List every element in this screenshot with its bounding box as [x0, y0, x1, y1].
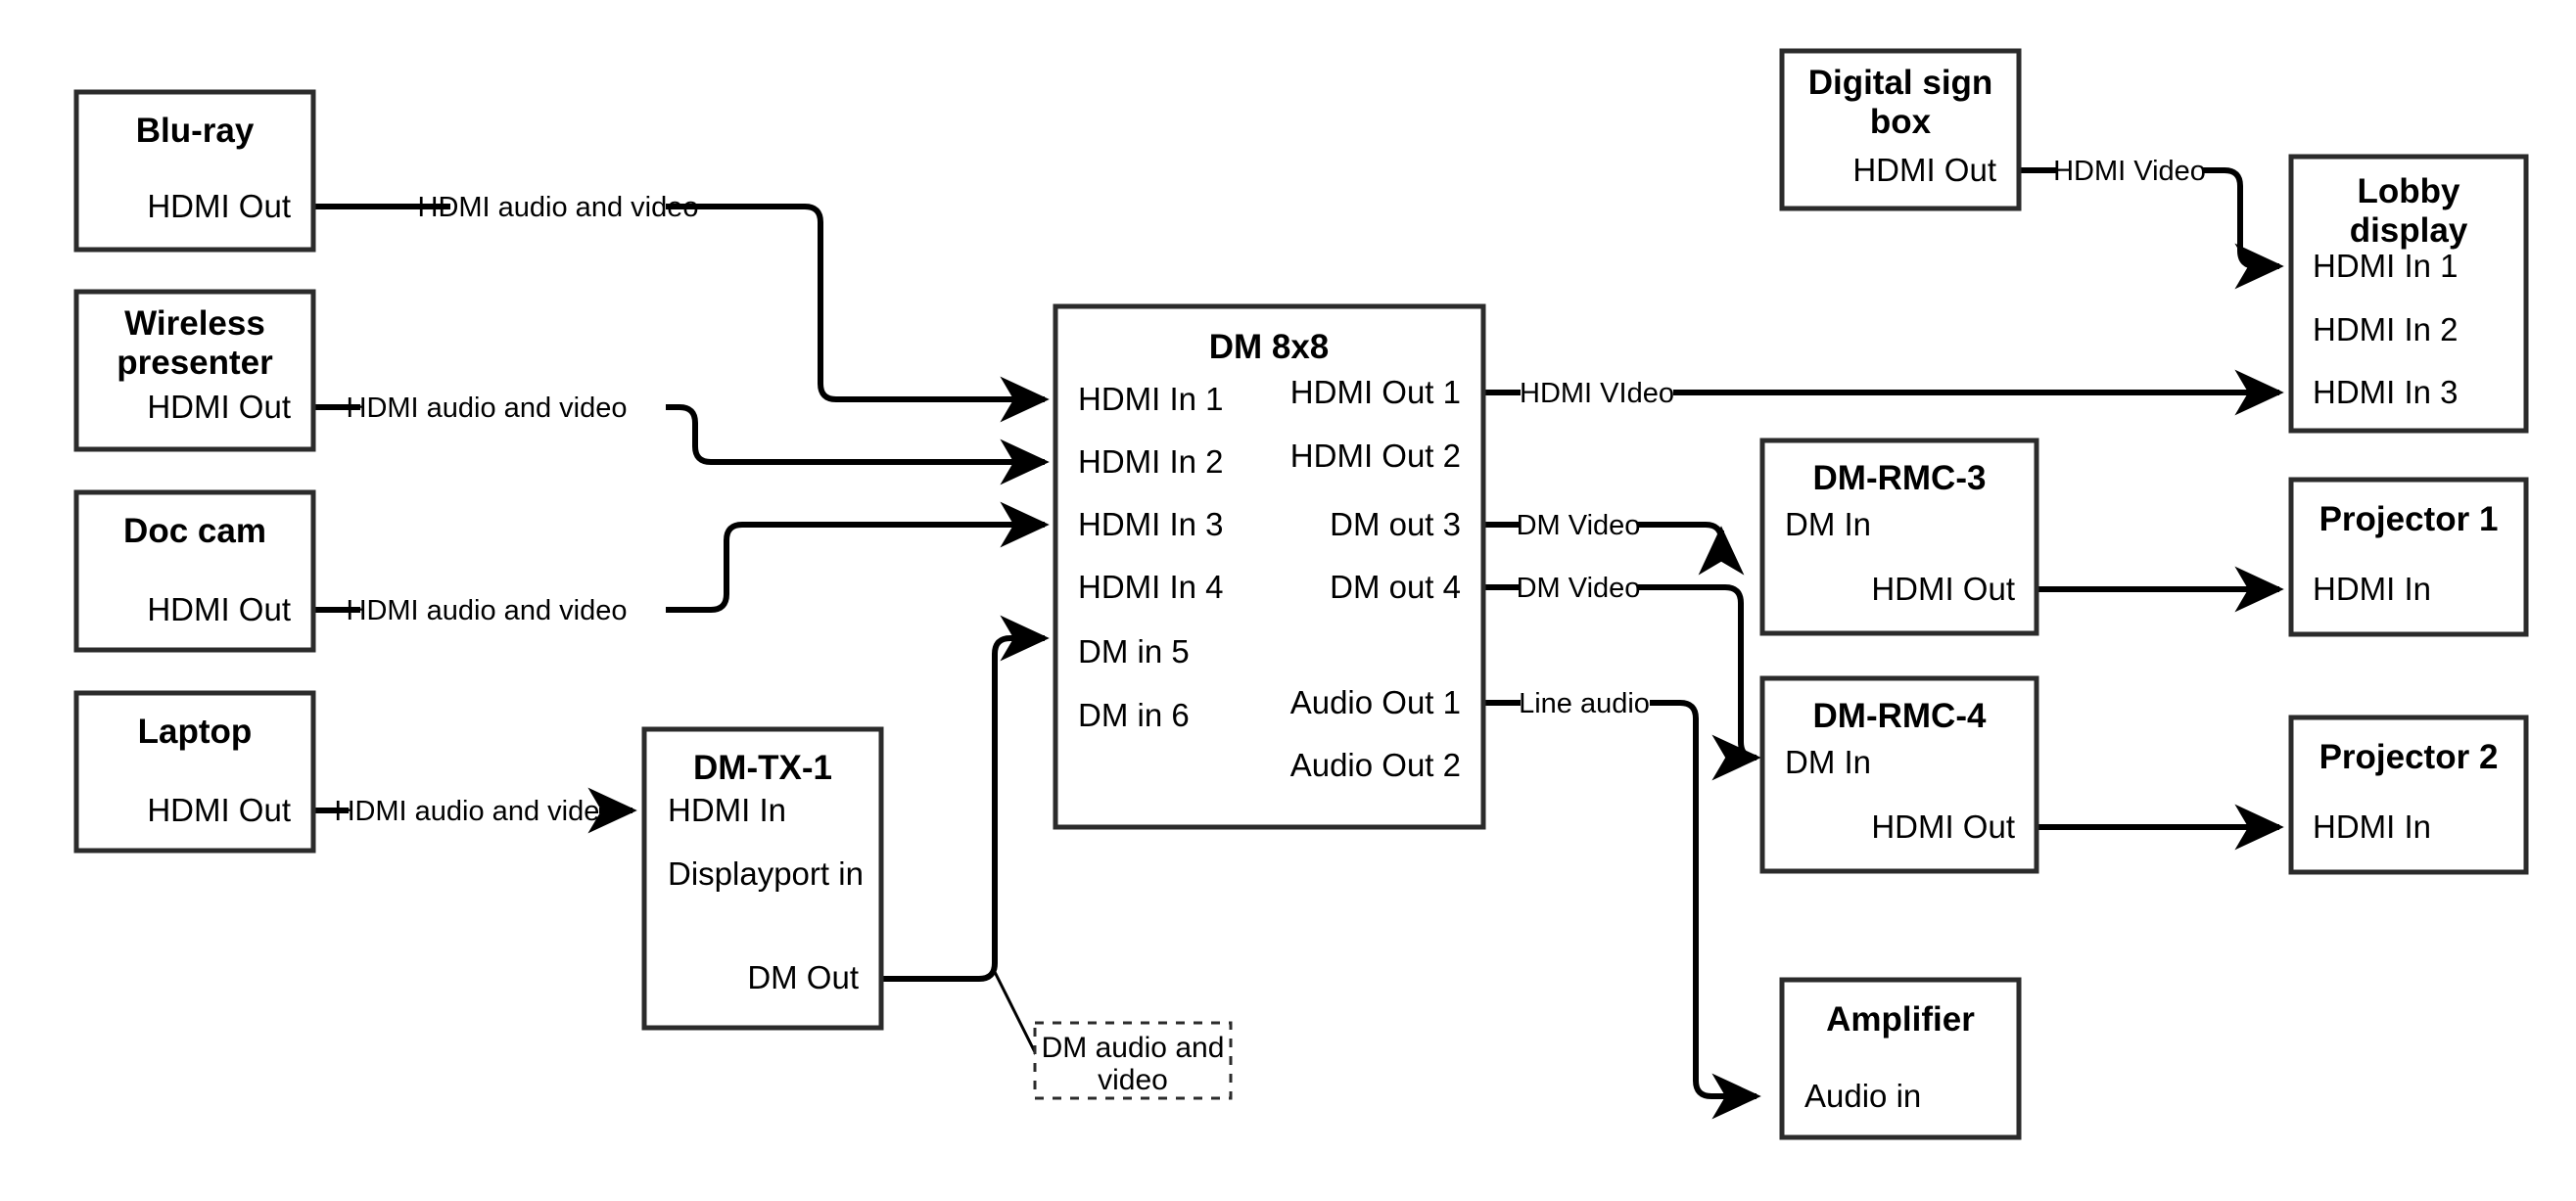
dm-8x8-output-audio-out-2: Audio Out 2 — [1290, 747, 1461, 783]
projector-2-box[interactable] — [2288, 715, 2529, 875]
dm-rmc-3-box[interactable] — [1759, 438, 2039, 636]
node-dm-8x8[interactable]: DM 8x8 HDMI In 1 HDMI In 2 HDMI In 3 HDM… — [1053, 303, 1486, 830]
doc-cam-box[interactable] — [73, 489, 316, 653]
wireless-presenter-title-line1: Wireless — [124, 304, 265, 343]
laptop-box[interactable] — [73, 690, 316, 854]
leader-line-dm-audio-video — [993, 971, 1040, 1059]
dm-8x8-title: DM 8x8 — [1209, 328, 1330, 366]
wire-doccam-to-dm-in3 — [313, 525, 1045, 613]
dm-tx-1-title: DM-TX-1 — [693, 749, 832, 787]
dm-rmc-4-box[interactable] — [1759, 675, 2039, 874]
lobby-display-port-hdmi-in-1: HDMI In 1 — [2313, 248, 2459, 284]
projector-1-title: Projector 1 — [2319, 500, 2499, 538]
bluray-box[interactable] — [73, 89, 316, 253]
bluray-port-hdmi-out: HDMI Out — [147, 188, 291, 224]
dm-rmc-3-port-hdmi-out: HDMI Out — [1871, 571, 2015, 607]
bluray-title: Blu-ray — [136, 112, 255, 150]
node-digital-sign-box[interactable]: Digital sign box HDMI Out — [1779, 48, 2022, 211]
lobby-display-title-line1: Lobby — [2358, 172, 2461, 210]
wire-dmtx1-to-dm-in5 — [881, 615, 1050, 982]
dm-rmc-4-port-dm-in: DM In — [1785, 744, 1871, 780]
digital-sign-box[interactable] — [1779, 48, 2022, 211]
wire-bluray-to-dm-in1 — [313, 204, 1045, 399]
lobby-display-port-hdmi-in-2: HDMI In 2 — [2313, 311, 2459, 347]
doc-cam-title: Doc cam — [123, 512, 266, 550]
dm-8x8-output-hdmi-out-2: HDMI Out 2 — [1290, 438, 1461, 474]
dm-rmc-4-title: DM-RMC-4 — [1813, 697, 1987, 735]
dm-8x8-box[interactable] — [1053, 303, 1486, 830]
node-projector-2[interactable]: Projector 2 HDMI In — [2288, 715, 2529, 875]
dm-audio-video-note-box — [1033, 1021, 1233, 1100]
node-laptop[interactable]: Laptop HDMI Out — [73, 690, 316, 854]
dm-audio-video-note-line1: DM audio and — [1042, 1032, 1225, 1064]
dm-8x8-output-hdmi-out-1: HDMI Out 1 — [1290, 374, 1461, 410]
node-amplifier[interactable]: Amplifier Audio in — [1779, 977, 2022, 1140]
lobby-display-box[interactable] — [2288, 154, 2529, 434]
node-dm-rmc-3[interactable]: DM-RMC-3 DM In HDMI Out — [1759, 438, 2039, 636]
amplifier-box[interactable] — [1779, 977, 2022, 1140]
wireless-presenter-box[interactable] — [73, 289, 316, 452]
node-dm-tx-1[interactable]: DM-TX-1 HDMI In Displayport in DM Out — [641, 726, 884, 1031]
dm-rmc-3-title: DM-RMC-3 — [1813, 459, 1987, 497]
note-dm-audio-and-video: DM audio and video — [1033, 1021, 1233, 1100]
projector-1-port-hdmi-in: HDMI In — [2313, 571, 2431, 607]
wire-signbox-to-lobby-in1 — [2019, 167, 2279, 266]
edge-label-signbox: HDMI Video — [2053, 156, 2206, 187]
dm-8x8-input-hdmi-in-1: HDMI In 1 — [1078, 381, 1224, 417]
dm-8x8-input-dm-in-5: DM in 5 — [1078, 633, 1190, 670]
dm-tx-1-port-hdmi-in: HDMI In — [668, 792, 786, 828]
dm-rmc-3-port-dm-in: DM In — [1785, 506, 1871, 542]
edge-label-hdmi-video-out1: HDMI VIdeo — [1520, 378, 1674, 409]
wireless-presenter-title-line2: presenter — [117, 344, 273, 382]
edge-label-bluray: HDMI audio and video — [418, 192, 699, 223]
node-wireless-presenter[interactable]: Wireless presenter HDMI Out — [73, 289, 316, 452]
dm-rmc-4-port-hdmi-out: HDMI Out — [1871, 808, 2015, 845]
edge-label-dm-video-3: DM Video — [1517, 510, 1641, 541]
wire-dm-out4-to-rmc4 — [1483, 584, 1756, 758]
projector-2-port-hdmi-in: HDMI In — [2313, 808, 2431, 845]
dm-8x8-input-dm-in-6: DM in 6 — [1078, 697, 1190, 733]
dm-audio-video-note-line2: video — [1098, 1064, 1168, 1096]
dm-8x8-input-hdmi-in-4: HDMI In 4 — [1078, 569, 1224, 605]
wire-audio-out1-to-amplifier — [1483, 700, 1756, 1096]
projector-1-box[interactable] — [2288, 477, 2529, 637]
node-lobby-display[interactable]: Lobby display HDMI In 1 HDMI In 2 HDMI I… — [2288, 154, 2529, 434]
edge-label-laptop: HDMI audio and video — [335, 796, 616, 827]
digital-sign-port-hdmi-out: HDMI Out — [1852, 152, 1996, 188]
wireless-presenter-port-hdmi-out: HDMI Out — [147, 389, 291, 425]
dm-tx-1-box[interactable] — [641, 726, 884, 1031]
doc-cam-port-hdmi-out: HDMI Out — [147, 591, 291, 627]
lobby-display-port-hdmi-in-3: HDMI In 3 — [2313, 374, 2459, 410]
dm-8x8-input-hdmi-in-2: HDMI In 2 — [1078, 443, 1224, 480]
lobby-display-title-line2: display — [2350, 211, 2468, 250]
edge-label-wireless: HDMI audio and video — [347, 393, 628, 424]
laptop-title: Laptop — [138, 713, 253, 751]
node-dm-rmc-4[interactable]: DM-RMC-4 DM In HDMI Out — [1759, 675, 2039, 874]
edge-label-doccam: HDMI audio and video — [347, 595, 628, 626]
digital-sign-title-line2: box — [1870, 103, 1932, 141]
node-projector-1[interactable]: Projector 1 HDMI In — [2288, 477, 2529, 637]
node-bluray[interactable]: Blu-ray HDMI Out — [73, 89, 316, 253]
dm-8x8-input-hdmi-in-3: HDMI In 3 — [1078, 506, 1224, 542]
node-doc-cam[interactable]: Doc cam HDMI Out — [73, 489, 316, 653]
amplifier-title: Amplifier — [1826, 1000, 1975, 1039]
wire-wireless-to-dm-in2 — [313, 404, 1045, 462]
dm-8x8-output-dm-out-4: DM out 4 — [1330, 569, 1461, 605]
dm-tx-1-port-dm-out: DM Out — [747, 959, 859, 995]
laptop-port-hdmi-out: HDMI Out — [147, 792, 291, 828]
dm-tx-1-port-displayport-in: Displayport in — [668, 855, 864, 892]
digital-sign-title-line1: Digital sign — [1808, 64, 1993, 102]
projector-2-title: Projector 2 — [2319, 738, 2499, 776]
edge-label-dm-video-4: DM Video — [1517, 573, 1641, 604]
dm-8x8-output-dm-out-3: DM out 3 — [1330, 506, 1461, 542]
amplifier-port-audio-in: Audio in — [1804, 1078, 1921, 1114]
dm-8x8-output-audio-out-1: Audio Out 1 — [1290, 684, 1461, 720]
edge-label-line-audio: Line audio — [1519, 688, 1650, 719]
wire-dm-out3-to-rmc3 — [1483, 525, 1721, 540]
